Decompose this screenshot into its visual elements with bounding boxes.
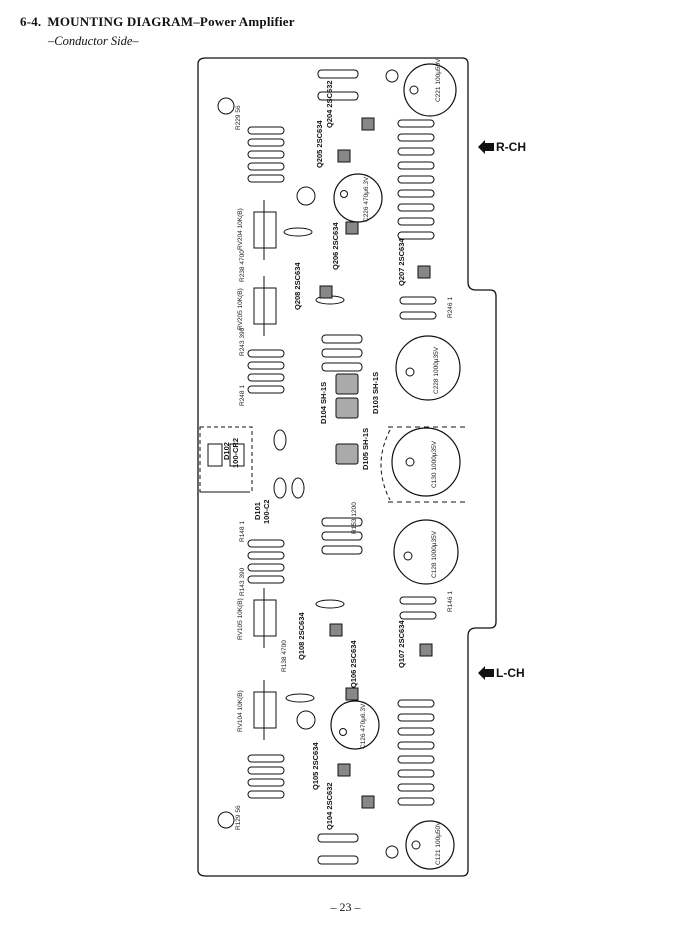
rv205-label: RV205 10K(B) (237, 288, 244, 330)
resistor-bank-mid-upper (247, 296, 437, 394)
r138-label: R138 4700 (281, 640, 288, 672)
diode-bridge-d101-d102 (207, 443, 245, 467)
r246-label: R246 1 (447, 297, 454, 318)
page-number: – 23 – (330, 900, 361, 914)
capacitor-c228: C228 1000μ35V (395, 335, 461, 401)
l-ch-marker: L-CH (478, 666, 525, 680)
power-diodes (335, 373, 359, 465)
rv104-label: RV104 10K(B) (237, 690, 244, 732)
l-ch-label: L-CH (496, 666, 525, 680)
arrow-left-icon (478, 666, 494, 680)
capacitor-c130: C130 1000μ35V (391, 427, 461, 497)
q106-label: Q106 2SC634 (349, 640, 358, 688)
r238-label: R238 4700 (239, 250, 246, 282)
r243-label: R243 390 (239, 327, 246, 356)
arrow-left-icon (478, 140, 494, 154)
c121-label: C121 100μ50V (435, 821, 442, 865)
c130-label: C130 1000μ35V (431, 440, 438, 488)
q104-label: Q104 2SC632 (325, 782, 334, 830)
c221-label: C221 100μ50V (435, 58, 442, 102)
r148-label: R148 1 (239, 521, 246, 542)
rv204-label: RV204 10K(B) (237, 208, 244, 250)
c126-label: C126 470μ6.3V (360, 703, 367, 749)
q208-label: Q208 2SC634 (293, 262, 302, 310)
d101-val: 100-C2 (262, 499, 271, 524)
section-number: 6-4. (20, 14, 42, 29)
resistor-bank-bottom-left (247, 754, 285, 799)
page-title: 6-4. MOUNTING DIAGRAM–Power Amplifier (20, 14, 295, 30)
section-title: MOUNTING DIAGRAM–Power Amplifier (47, 14, 295, 29)
capacitor-c128: C128 1000μ35V (393, 519, 459, 585)
transistor-bodies (319, 117, 433, 809)
q105-label: Q105 2SC634 (311, 742, 320, 790)
d103-label: D103 SH-1S (371, 372, 380, 414)
pot-rv204 (253, 200, 277, 260)
resistor-bank-top-right (397, 119, 435, 240)
q204-label: Q204 2SC632 (325, 80, 334, 128)
resistor-bank-mid-lower (247, 517, 437, 620)
page-subtitle: –Conductor Side– (48, 34, 139, 48)
capacitor-c226: C226 470μ6.3V (333, 173, 383, 223)
d102-val: 100-CR2 (231, 438, 240, 468)
d102-ref: D102 (222, 442, 231, 460)
c128-label: C128 1000μ35V (431, 530, 438, 578)
q207-label: Q207 2SC634 (397, 238, 406, 286)
resistor-bank-top-left (247, 126, 285, 183)
pot-rv105 (253, 588, 277, 648)
q205-label: Q205 2SC634 (315, 120, 324, 168)
r-ch-marker: R-CH (478, 140, 526, 154)
c228-label: C228 1000μ35V (433, 346, 440, 394)
capacitor-c126: C126 470μ6.3V (330, 700, 380, 750)
r143-label: R143 390 (239, 567, 246, 596)
d104-label: D104 SH-1S (319, 382, 328, 424)
q107-label: Q107 2SC634 (397, 620, 406, 668)
pot-rv205 (253, 276, 277, 336)
board-outline (197, 57, 497, 877)
r146-label: R146 1 (447, 591, 454, 612)
pot-rv104 (253, 680, 277, 740)
capacitor-c121: C121 100μ50V (405, 820, 455, 870)
small-capacitors (217, 69, 399, 859)
rv105-label: RV105 10K(B) (237, 598, 244, 640)
q108-label: Q108 2SC634 (297, 612, 306, 660)
d105-label: D105 SH-1S (361, 428, 370, 470)
r-ch-label: R-CH (496, 140, 526, 154)
resistor-bank-bottom-right (397, 699, 435, 806)
c226-label: C226 470μ6.3V (363, 176, 370, 222)
d101-ref: D101 (253, 502, 262, 520)
capacitor-c221: C221 100μ50V (403, 58, 457, 117)
top-edge-resistors (317, 69, 359, 865)
r229-label: R229 56 (235, 105, 242, 130)
r129-label: R129 56 (235, 805, 242, 830)
r153-label: R153 1200 (351, 502, 358, 534)
r248-label: R248 1 (239, 385, 246, 406)
q206-label: Q206 2SC634 (331, 222, 340, 270)
